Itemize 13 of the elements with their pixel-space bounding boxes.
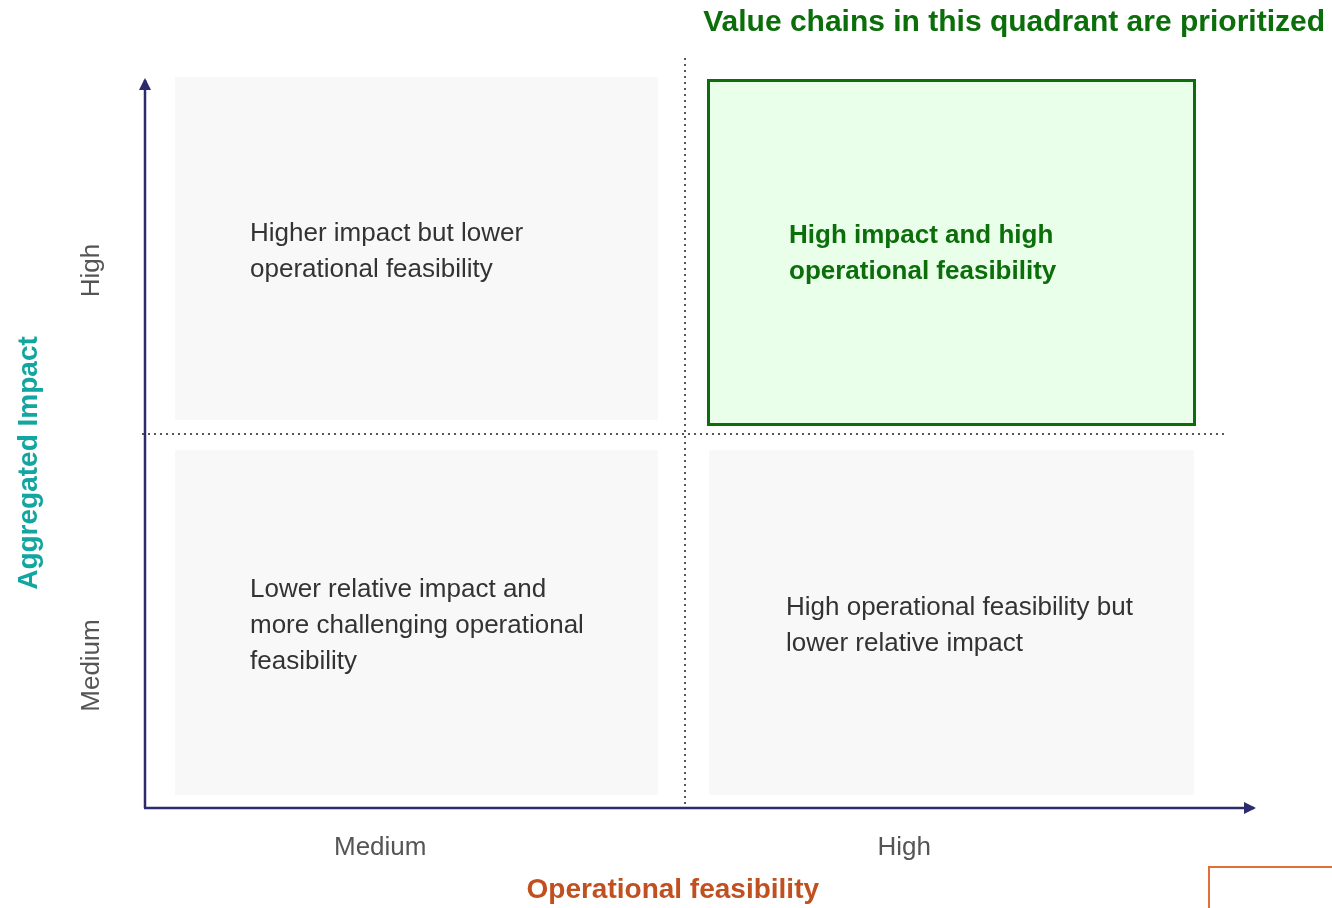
quadrant-text: Higher impact but lower operational feasibility [250, 216, 525, 285]
highlighted-quadrant-box [707, 79, 1196, 426]
quadrant-text: High impact and high operational feasibility [789, 218, 1058, 287]
note-box [1208, 866, 1332, 908]
axis-tick-label: Medium [334, 830, 427, 862]
quadrant-text: High operational feasibility but lower relative impact [786, 590, 1134, 659]
prioritized-note: Value chains in this quadrant are prioritized [703, 4, 1325, 38]
quadrant-text: Lower relative impact and more challenging operational feasibility [250, 572, 585, 677]
axis-tick-label: High [74, 243, 106, 297]
axis-title: Aggregated Impact [11, 336, 44, 590]
axis-title: Operational feasibility [526, 873, 820, 905]
axis-tick-label: Medium [74, 618, 106, 712]
axis-tick-label: High [877, 830, 931, 862]
